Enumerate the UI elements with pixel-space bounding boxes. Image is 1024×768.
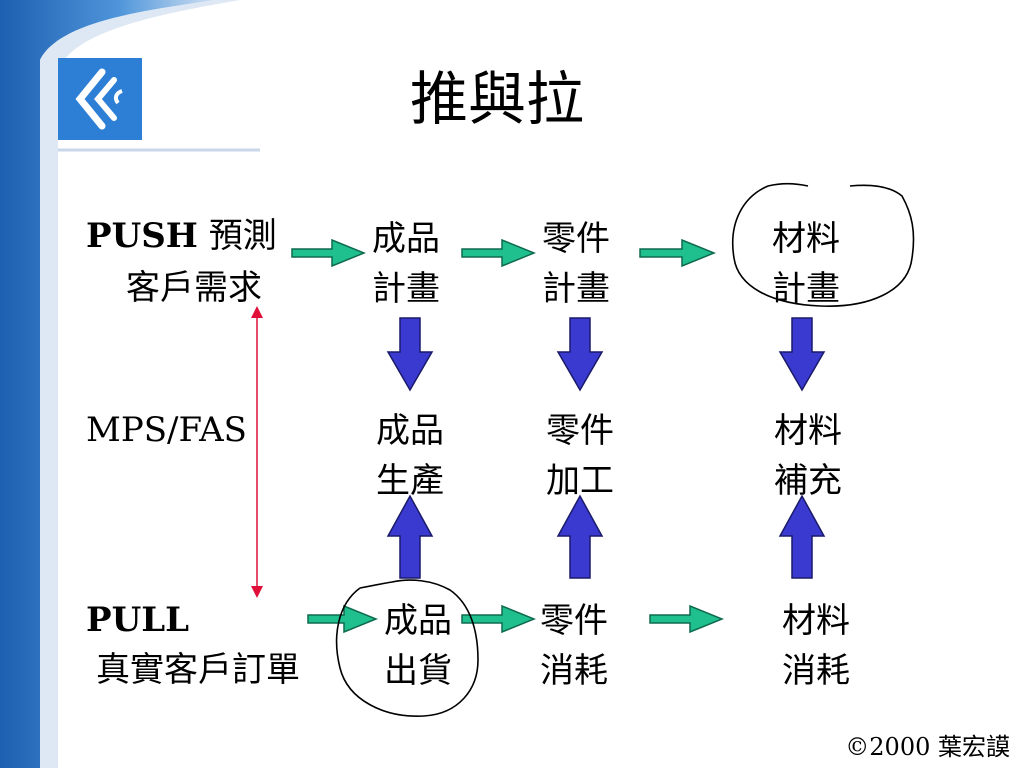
cell-line2: 生產: [376, 461, 444, 501]
cell-line1: 成品: [384, 601, 452, 641]
pull-cell-material: 材料 消耗: [782, 596, 850, 696]
cell-line1: 材料: [782, 601, 850, 641]
cell-line1: 零件: [542, 219, 610, 259]
pull-cell-parts: 零件 消耗: [540, 596, 608, 696]
cell-line1: 材料: [772, 219, 840, 259]
push-label-line2: 客戶需求: [126, 268, 262, 308]
mps-cell-material: 材料 補充: [774, 406, 842, 506]
sidebar-band: [0, 0, 215, 768]
cell-line2: 消耗: [782, 651, 850, 691]
cell-line2: 計畫: [542, 269, 610, 309]
push-label-bold: PUSH: [86, 216, 198, 256]
page-title: 推與拉: [410, 65, 585, 133]
push-label-rest: 預測: [208, 216, 277, 256]
cell-line2: 加工: [546, 461, 614, 501]
cell-line2: 補充: [774, 461, 842, 501]
push-label: PUSH 預測: [86, 214, 277, 258]
pull-label-line2: 真實客戶訂單: [96, 650, 300, 690]
pull-label-bold: PULL: [86, 600, 190, 640]
mps-label: MPS/FAS: [86, 410, 247, 450]
cell-line2: 消耗: [540, 651, 608, 691]
cell-line1: 成品: [376, 411, 444, 451]
copyright: ©2000 葉宏謨: [845, 733, 1010, 761]
pull-cell-product: 成品 出貨: [384, 596, 452, 696]
cell-line1: 材料: [774, 411, 842, 451]
cell-line1: 零件: [540, 601, 608, 641]
cell-line2: 計畫: [372, 269, 440, 309]
push-cell-material: 材料 計畫: [772, 214, 840, 314]
mps-cell-parts: 零件 加工: [546, 406, 614, 506]
push-cell-parts: 零件 計畫: [542, 214, 610, 314]
cell-line1: 零件: [546, 411, 614, 451]
logo: [58, 58, 142, 140]
cell-line2: 計畫: [772, 269, 840, 309]
pull-label: PULL: [86, 598, 189, 642]
mps-cell-product: 成品 生產: [376, 406, 444, 506]
cell-line2: 出貨: [384, 651, 452, 691]
cell-line1: 成品: [372, 219, 440, 259]
logo-chevron-icon: [75, 68, 123, 130]
push-cell-product: 成品 計畫: [372, 214, 440, 314]
